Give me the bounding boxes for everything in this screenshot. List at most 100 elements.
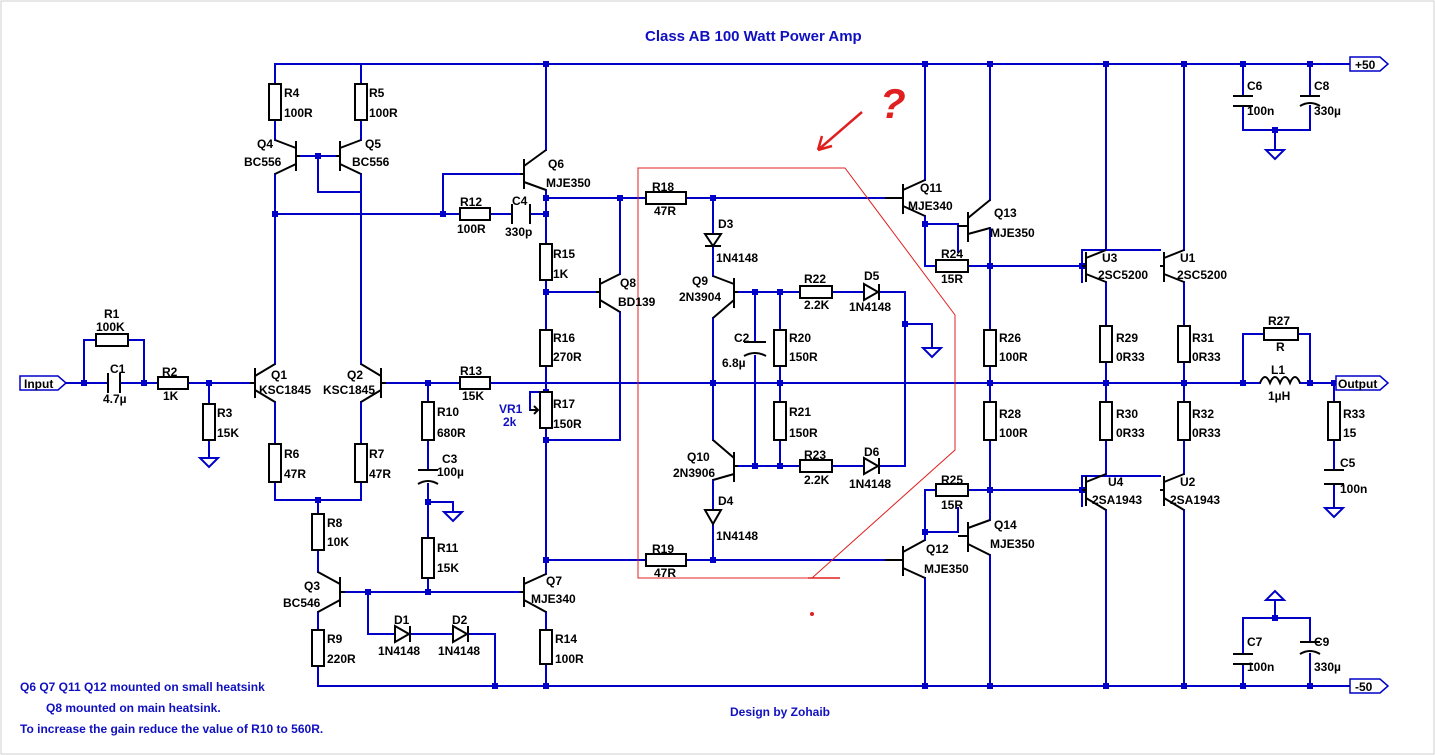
r8-ref: R8 <box>327 516 343 530</box>
c1-value: 4.7µ <box>103 392 127 406</box>
q3-ref: Q3 <box>304 579 320 593</box>
c7-value: 100n <box>1247 660 1274 674</box>
c4-ref: C4 <box>512 194 528 208</box>
c5-ref: C5 <box>1340 456 1356 470</box>
r14-body <box>539 629 553 665</box>
r2-ref: R2 <box>162 365 178 379</box>
u3-part: 2SC5200 <box>1098 268 1148 282</box>
c6-symbol <box>1233 95 1253 107</box>
q14-part: MJE350 <box>990 537 1035 551</box>
q14-transistor <box>958 519 991 556</box>
annotation-outline <box>637 167 956 579</box>
r25-ref: R25 <box>941 473 963 487</box>
r29-value: 0R33 <box>1116 350 1145 364</box>
c1-symbol <box>107 373 121 393</box>
r20-body <box>773 329 787 367</box>
vr1-ref: VR1 <box>499 402 523 416</box>
r30-value: 0R33 <box>1116 426 1145 440</box>
r4-ref: R4 <box>284 86 300 100</box>
r9-body <box>311 629 325 667</box>
d1-value: 1N4148 <box>378 644 420 658</box>
r32-ref: R32 <box>1192 407 1214 421</box>
u1-transistor <box>1160 249 1185 283</box>
r2-value: 1K <box>163 389 179 403</box>
r9-value: 220R <box>327 652 356 666</box>
u4-part: 2SA1943 <box>1092 493 1142 507</box>
vneg-port-label: -50 <box>1355 680 1373 694</box>
q4-part: BC556 <box>244 155 282 169</box>
r18-value: 47R <box>654 204 676 218</box>
d5-value: 1N4148 <box>849 300 891 314</box>
q4-ref: Q4 <box>257 137 273 151</box>
q7-ref: Q7 <box>546 574 562 588</box>
q9-ref: Q9 <box>692 274 708 288</box>
note-heatsink-small: Q6 Q7 Q11 Q12 mounted on small heatsink <box>20 680 265 694</box>
r13-body <box>459 376 491 390</box>
r12-body <box>459 207 491 221</box>
r30-ref: R30 <box>1116 407 1138 421</box>
d6-diode <box>863 456 881 476</box>
l1-inductor <box>1259 376 1301 386</box>
r5-body <box>354 83 368 121</box>
r21-body <box>773 401 787 441</box>
c1-ref: C1 <box>110 362 126 376</box>
r31-value: 0R33 <box>1192 350 1221 364</box>
r19-value: 47R <box>654 566 676 580</box>
u1-part: 2SC5200 <box>1177 268 1227 282</box>
r33-ref: R33 <box>1343 407 1365 421</box>
resistor-bodies <box>95 83 1341 667</box>
r22-ref: R22 <box>804 272 826 286</box>
d4-diode <box>703 509 723 527</box>
r17-ref: R17 <box>553 397 575 411</box>
q2-ref: Q2 <box>347 368 363 382</box>
q11-part: MJE340 <box>908 199 953 213</box>
d1-diode <box>394 624 412 644</box>
r1-body <box>95 333 129 347</box>
q5-ref: Q5 <box>365 137 381 151</box>
r10-value: 680R <box>437 426 466 440</box>
r25-body <box>935 483 969 497</box>
q8-transistor <box>596 273 621 313</box>
c8-symbol <box>1299 95 1321 107</box>
r29-body <box>1099 325 1113 363</box>
r6-body <box>268 443 282 483</box>
r3-value: 15K <box>217 426 239 440</box>
q5-part: BC556 <box>352 155 390 169</box>
output-port <box>1335 375 1390 391</box>
ground-icon <box>920 347 944 359</box>
d2-value: 1N4148 <box>438 644 480 658</box>
q10-part: 2N3906 <box>673 466 715 480</box>
r4-value: 100R <box>284 106 313 120</box>
design-credit: Design by Zohaib <box>730 705 830 719</box>
r9-ref: R9 <box>327 632 343 646</box>
input-port-label: Input <box>24 377 53 391</box>
c4-value: 330p <box>505 225 532 239</box>
r28-ref: R28 <box>999 407 1021 421</box>
q6-part: MJE350 <box>546 176 591 190</box>
r13-ref: R13 <box>460 364 482 378</box>
arrow-icon <box>816 111 863 152</box>
note-heatsink-main: Q8 mounted on main heatsink. <box>46 701 221 715</box>
r21-ref: R21 <box>789 405 811 419</box>
c2-value: 6.8µ <box>722 356 746 370</box>
q6-ref: Q6 <box>548 157 564 171</box>
c9-ref: C9 <box>1314 635 1330 649</box>
r31-body <box>1177 325 1191 363</box>
capacitor-symbols <box>107 95 1344 665</box>
c8-ref: C8 <box>1314 79 1330 93</box>
c8-value: 330µ <box>1314 104 1341 118</box>
r3-ref: R3 <box>217 406 233 420</box>
q2-transistor <box>360 363 386 403</box>
component-labels: R1 100K R2 1K R3 15K R4 100R R5 100R R6 … <box>96 79 1367 674</box>
r19-ref: R19 <box>652 542 674 556</box>
r18-body <box>645 191 687 205</box>
q9-part: 2N3904 <box>679 290 721 304</box>
c7-ref: C7 <box>1247 635 1263 649</box>
r10-ref: R10 <box>437 405 459 419</box>
r12-ref: R12 <box>460 195 482 209</box>
q10-transistor <box>712 439 738 482</box>
r7-ref: R7 <box>369 447 385 461</box>
d5-ref: D5 <box>864 269 880 283</box>
r15-value: 1K <box>553 267 569 281</box>
